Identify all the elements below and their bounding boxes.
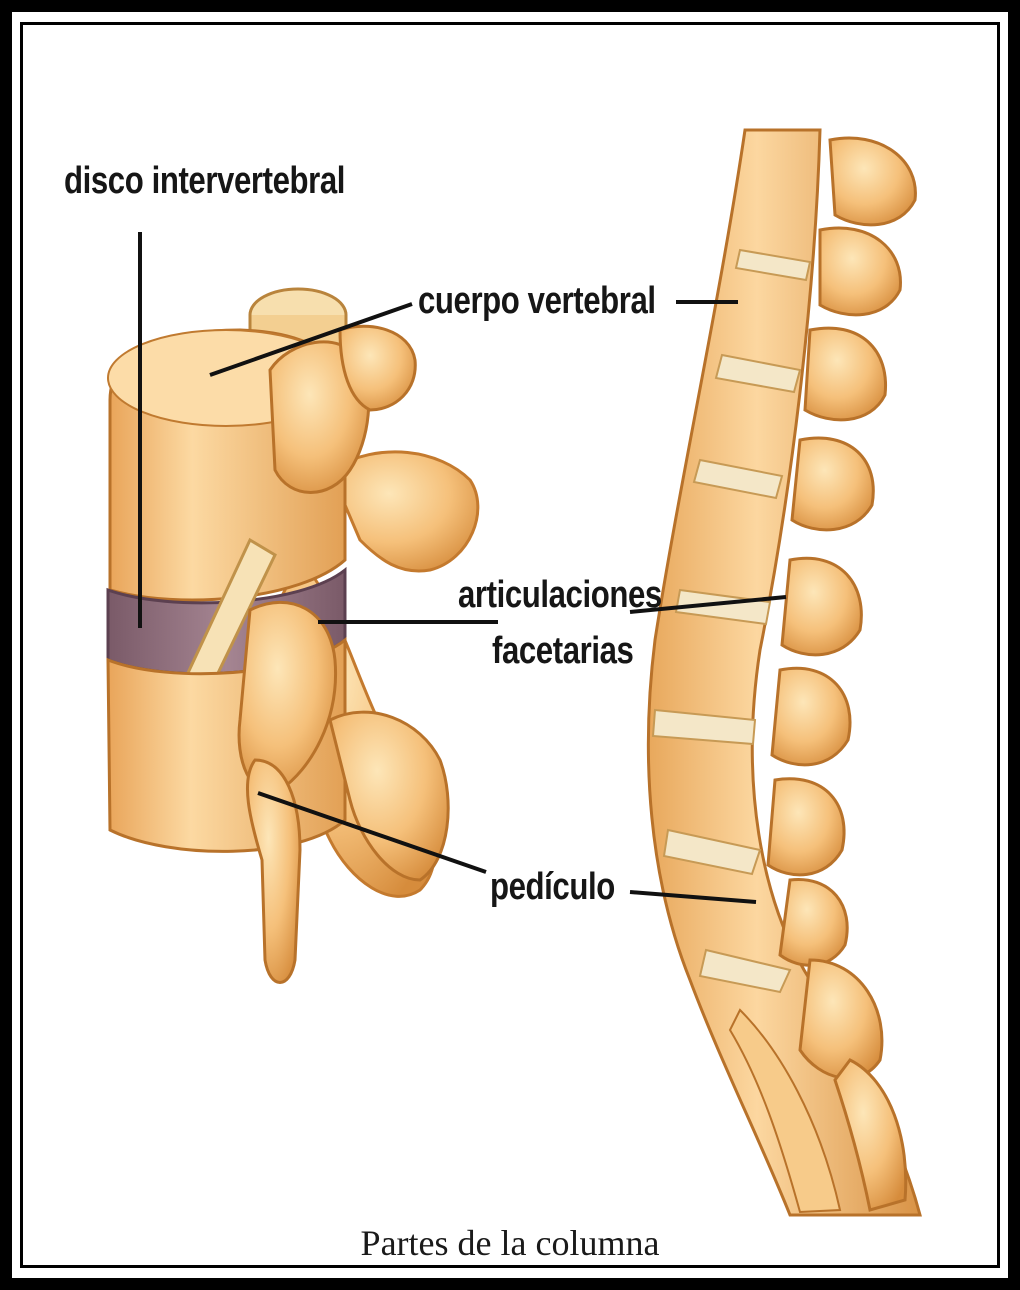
- spinal-column: [648, 130, 920, 1215]
- label-disco-intervertebral: disco intervertebral: [64, 160, 345, 203]
- label-pediculo: pedículo: [490, 866, 615, 909]
- label-cuerpo-vertebral: cuerpo vertebral: [418, 280, 656, 323]
- label-articulaciones: articulaciones: [458, 574, 662, 617]
- figure-caption: Partes de la columna: [0, 1222, 1020, 1264]
- vertebra-closeup: [108, 289, 478, 983]
- label-facetarias: facetarias: [492, 630, 633, 673]
